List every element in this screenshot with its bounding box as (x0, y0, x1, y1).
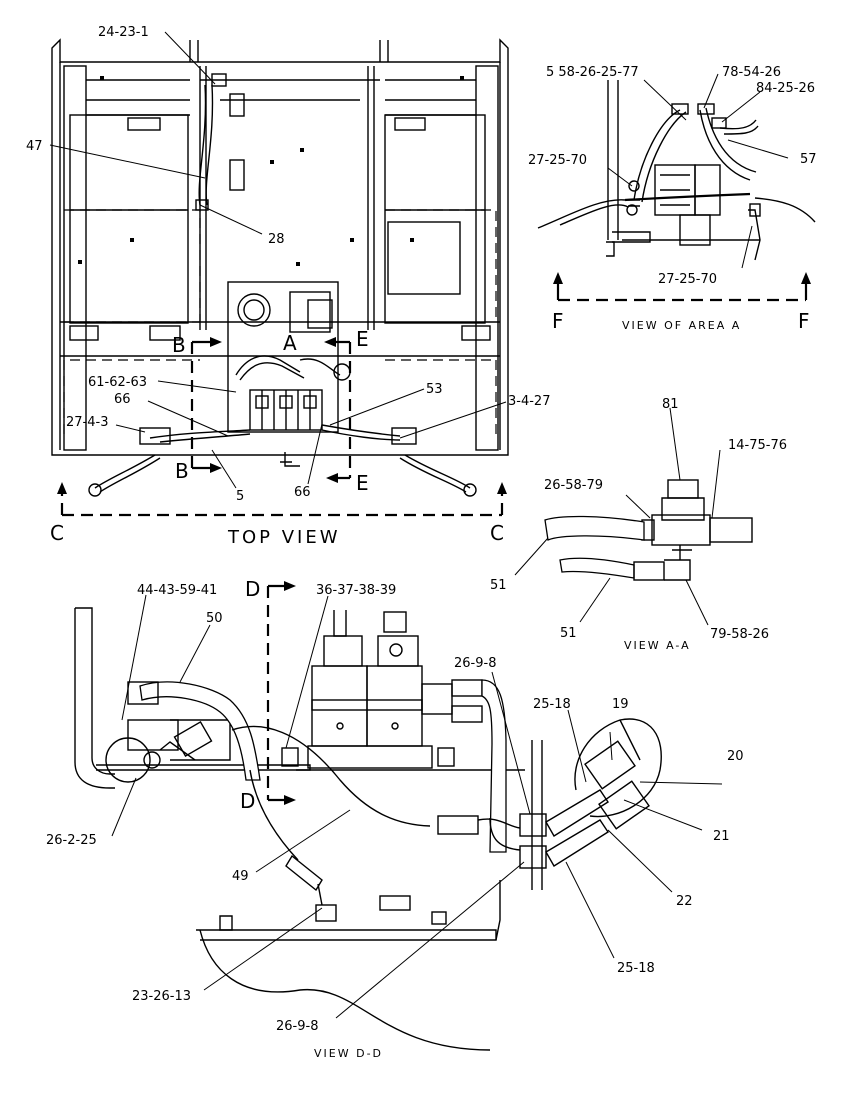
section-lines-top-view (57, 337, 507, 517)
callout-78-54-26: 78-54-26 (722, 65, 781, 80)
callout-27-25-70-upper: 27-25-70 (528, 153, 587, 168)
callout-50: 50 (206, 611, 223, 626)
section-b-bottom-label: B (175, 459, 189, 483)
callout-5: 5 (236, 489, 244, 504)
callout-28: 28 (268, 232, 285, 247)
section-e-bottom-label: E (356, 471, 369, 495)
callout-66-upper: 66 (114, 392, 131, 407)
area-a-label: A (283, 331, 297, 355)
callout-20: 20 (727, 749, 744, 764)
callout-26-9-8-lower: 26-9-8 (276, 1019, 318, 1034)
view-d-d-drawing (74, 594, 723, 1051)
callout-79-58-26: 79-58-26 (710, 627, 769, 642)
callout-25-18-lower: 25-18 (617, 961, 655, 976)
callout-27-25-70-lower: 27-25-70 (658, 272, 717, 287)
top-view-leaders (49, 31, 507, 489)
callout-66-lower: 66 (294, 485, 311, 500)
section-c-left-label: C (50, 521, 64, 545)
top-view-title: TOP VIEW (227, 527, 341, 548)
callout-27-4-3: 27-4-3 (66, 415, 108, 430)
section-f-right-label: F (798, 309, 810, 333)
callout-23-26-13: 23-26-13 (132, 989, 191, 1004)
callout-49: 49 (232, 869, 249, 884)
view-a-a-drawing (514, 407, 753, 626)
view-area-a-title: VIEW OF AREA A (622, 319, 741, 332)
callout-47: 47 (26, 139, 43, 154)
callout-57: 57 (800, 152, 817, 167)
callout-5-58-26-25-77: 5 58-26-25-77 (546, 65, 639, 80)
callout-19: 19 (612, 697, 629, 712)
callout-25-18-upper: 25-18 (533, 697, 571, 712)
callout-26-58-79: 26-58-79 (544, 478, 603, 493)
section-c-right-label: C (490, 521, 504, 545)
view-d-d-title: VIEW D-D (314, 1047, 383, 1060)
section-d-bottom-label: D (240, 789, 255, 813)
callout-24-23-1: 24-23-1 (98, 25, 149, 40)
section-e-top-label: E (356, 327, 369, 351)
view-a-a-title: VIEW A-A (624, 639, 691, 652)
section-b-top-label: B (172, 333, 186, 357)
callout-14-75-76: 14-75-76 (728, 438, 787, 453)
callout-36-37-38-39: 36-37-38-39 (316, 583, 396, 598)
section-f-left-label: F (552, 309, 564, 333)
callout-53: 53 (426, 382, 443, 397)
callout-22: 22 (676, 894, 693, 909)
callout-51-upper: 51 (490, 578, 507, 593)
callout-44-43-59-41: 44-43-59-41 (137, 583, 217, 598)
callout-26-9-8-upper: 26-9-8 (454, 656, 496, 671)
section-lines-d-d (266, 581, 296, 805)
view-area-a-drawing (537, 73, 816, 269)
callout-51-lower: 51 (560, 626, 577, 641)
callout-21: 21 (713, 829, 730, 844)
top-view-drawing (51, 38, 509, 497)
callout-61-62-63: 61-62-63 (88, 375, 147, 390)
callout-81: 81 (662, 397, 679, 412)
callout-84-25-26: 84-25-26 (756, 81, 815, 96)
section-d-top-label: D (245, 577, 260, 601)
callout-26-2-25: 26-2-25 (46, 833, 97, 848)
section-lines-area-a (553, 272, 811, 302)
callout-3-4-27: 3-4-27 (508, 394, 550, 409)
